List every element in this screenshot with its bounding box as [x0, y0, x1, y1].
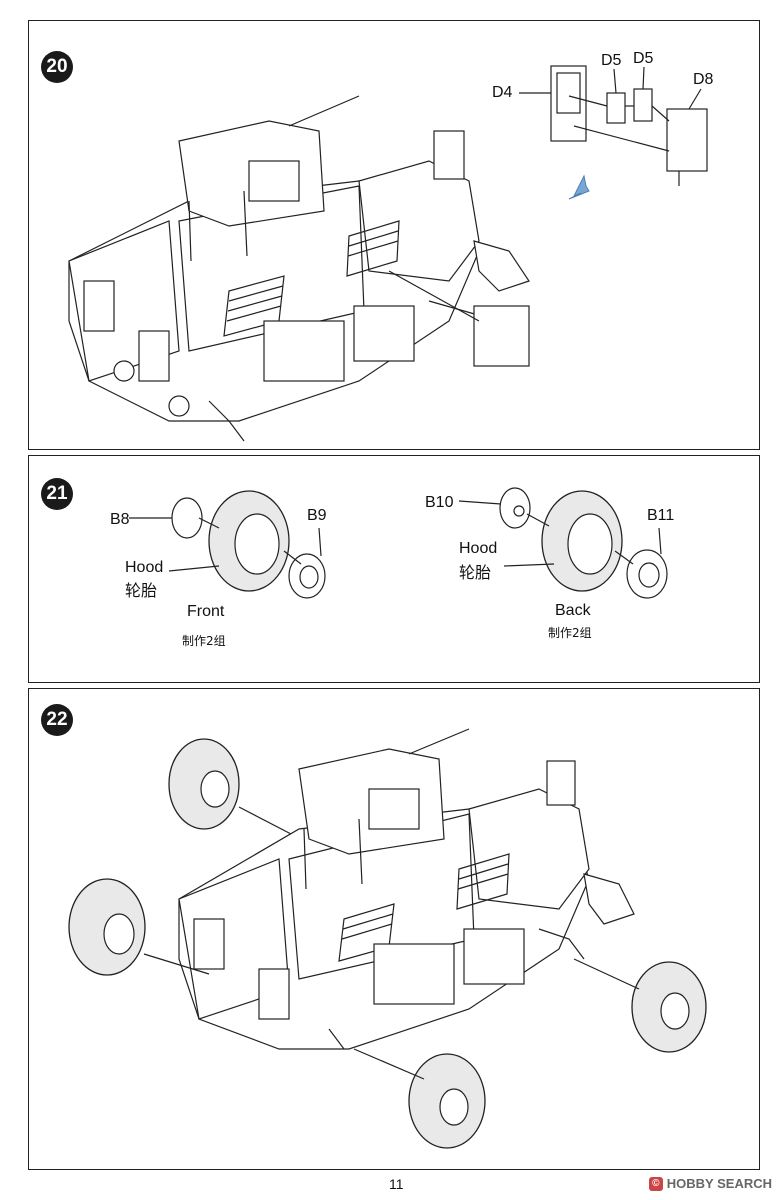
tire-label-cn-front: 轮胎 — [125, 581, 158, 600]
step-22-illustration — [68, 728, 707, 1149]
step-22-panel: 22 — [28, 688, 760, 1170]
step-number-badge: 21 — [41, 478, 73, 510]
installed-plate — [473, 305, 530, 367]
part-label-d4: D4 — [492, 84, 513, 101]
step-number-badge: 22 — [41, 704, 73, 736]
vehicle-body-drawing — [178, 728, 635, 1050]
step-number-badge: 20 — [41, 51, 73, 83]
wheel-front-left — [573, 958, 707, 1053]
wheel-front-right — [353, 1048, 486, 1149]
step-20-panel: 20 — [28, 20, 760, 450]
watermark-brand: HOBBY SEARCH — [666, 1176, 772, 1191]
tire-label-cn-back: 轮胎 — [459, 563, 492, 582]
part-label-d5-a: D5 — [601, 52, 622, 69]
vehicle-body-drawing — [68, 95, 530, 442]
part-label-b9: B9 — [307, 507, 327, 524]
exploded-parts-d4-d8 — [519, 65, 708, 186]
tire-label-en-front: Hood — [125, 559, 164, 576]
wheel-rear-left — [168, 738, 292, 835]
direction-arrow — [568, 174, 590, 200]
part-label-b10: B10 — [425, 494, 454, 511]
part-label-d8: D8 — [693, 71, 714, 88]
caption-back: Back — [555, 602, 591, 619]
back-wheel-assembly — [458, 487, 668, 599]
tire-label-en-back: Hood — [459, 540, 498, 557]
step-20-illustration — [68, 65, 708, 442]
note-make-two-back: 制作2组 — [548, 626, 592, 640]
caption-front: Front — [187, 603, 225, 620]
part-label-d5-b: D5 — [633, 50, 654, 67]
page-number: 11 — [389, 1176, 404, 1192]
watermark: © HOBBY SEARCH — [648, 1176, 772, 1191]
part-label-b8: B8 — [110, 511, 130, 528]
wheel-rear-right — [68, 878, 210, 976]
watermark-logo-icon: © — [648, 1176, 663, 1191]
step-21-panel: 21 B8 B9 — [28, 455, 760, 683]
step-21-illustration — [129, 487, 668, 599]
note-make-two-front: 制作2组 — [182, 634, 226, 648]
front-wheel-assembly — [129, 490, 326, 599]
part-label-b11: B11 — [647, 507, 675, 524]
